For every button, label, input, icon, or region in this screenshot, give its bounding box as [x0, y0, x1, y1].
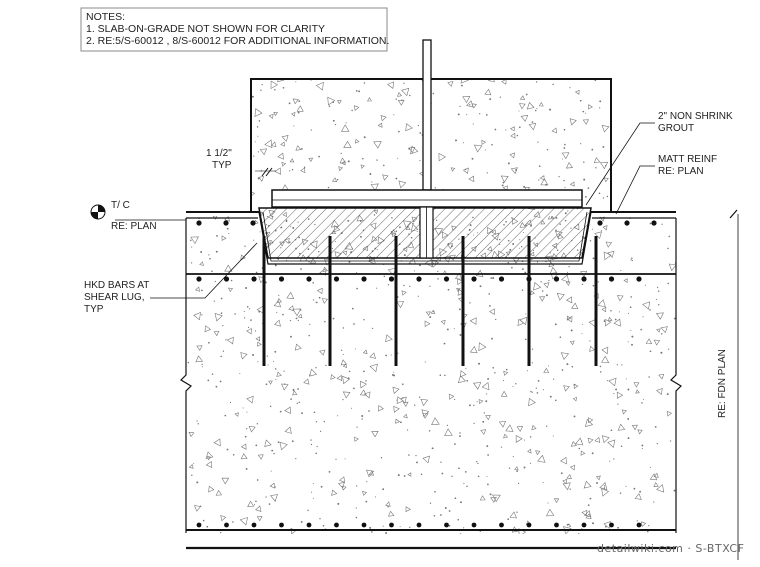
rebar-dot	[581, 522, 587, 528]
rebar-dot	[196, 522, 202, 528]
dim-label-1: 1 1/2"	[206, 148, 232, 159]
rebar-dot	[636, 522, 642, 528]
rebar-dot	[651, 220, 657, 226]
dimension-ticks	[255, 167, 276, 177]
rebar-dot	[389, 522, 394, 528]
notes-box: NOTES: 1. SLAB-ON-GRADE NOT SHOWN FOR CL…	[80, 7, 389, 52]
rebar-dot	[196, 276, 202, 282]
rebar-dot	[416, 522, 422, 528]
rebar-dot	[334, 522, 339, 528]
rebar-dot	[624, 220, 630, 226]
watermark: detailwiki.com · S-BTXCF	[597, 542, 744, 555]
rebar-dot	[306, 522, 312, 528]
hkd-label-2: SHEAR LUG,	[84, 292, 145, 303]
rebar-dot	[223, 276, 230, 282]
rebar-dot	[333, 276, 340, 282]
rebar-dot	[471, 522, 477, 528]
rebar-dot	[279, 522, 284, 528]
rebar-dot	[597, 220, 603, 226]
note-2: 2. RE:5/S-60012 , 8/S-60012 FOR ADDITION…	[86, 35, 389, 47]
base-plate	[271, 189, 583, 208]
rebar-dot	[250, 220, 256, 226]
datum-symbol	[90, 204, 106, 220]
rebar-dot	[553, 276, 560, 282]
rebar-dot	[499, 522, 504, 528]
rebar-dot	[636, 276, 642, 282]
rebar-dot	[554, 522, 559, 528]
hkd-label-1: HKD BARS AT	[84, 280, 149, 291]
rebar-dot	[581, 276, 587, 282]
foundation-left-edge	[180, 218, 192, 533]
anchor-post	[422, 39, 432, 191]
rebar-dot	[443, 276, 450, 282]
rebar-dot	[251, 522, 257, 528]
notes-title: NOTES:	[86, 11, 125, 23]
grout-label-2: GROUT	[658, 123, 694, 134]
tc-label-1: T/ C	[111, 200, 130, 211]
leader-lines	[115, 122, 655, 299]
rebar-dot	[471, 276, 477, 282]
grout-label-1: 2" NON SHRINK	[658, 111, 733, 122]
foundation-concrete-stipple	[186, 216, 676, 534]
hkd-label-3: TYP	[84, 304, 104, 315]
rebar-dot	[278, 276, 285, 282]
rebar-dot	[444, 522, 449, 528]
rebar-dot	[608, 276, 615, 282]
fdn-label: RE: FDN PLAN	[717, 349, 728, 418]
matt-label-1: MATT REINF	[658, 154, 717, 165]
hooked-bars	[262, 236, 598, 366]
rebar-dot	[223, 220, 229, 226]
rebar-dot	[361, 276, 367, 282]
rebar-dot	[361, 522, 367, 528]
note-1: 1. SLAB-ON-GRADE NOT SHOWN FOR CLARITY	[86, 23, 325, 35]
fdn-dimension	[729, 209, 739, 560]
matt-label-2: RE: PLAN	[658, 166, 704, 177]
rebar-dot	[526, 522, 532, 528]
top-of-concrete	[186, 211, 676, 219]
dim-label-2: TYP	[212, 160, 232, 171]
shear-lug	[419, 206, 434, 259]
foundation-right-edge	[670, 218, 682, 533]
tc-label-2: RE: PLAN	[111, 221, 157, 232]
rebar-dot	[609, 522, 614, 528]
rebar-dot	[416, 276, 422, 282]
rebar-dot	[498, 276, 505, 282]
rebar-dot	[224, 522, 229, 528]
rebar-dot	[306, 276, 312, 282]
rebar-dot	[251, 276, 257, 282]
rebar-dot	[196, 220, 202, 226]
rebar-dot	[388, 276, 395, 282]
